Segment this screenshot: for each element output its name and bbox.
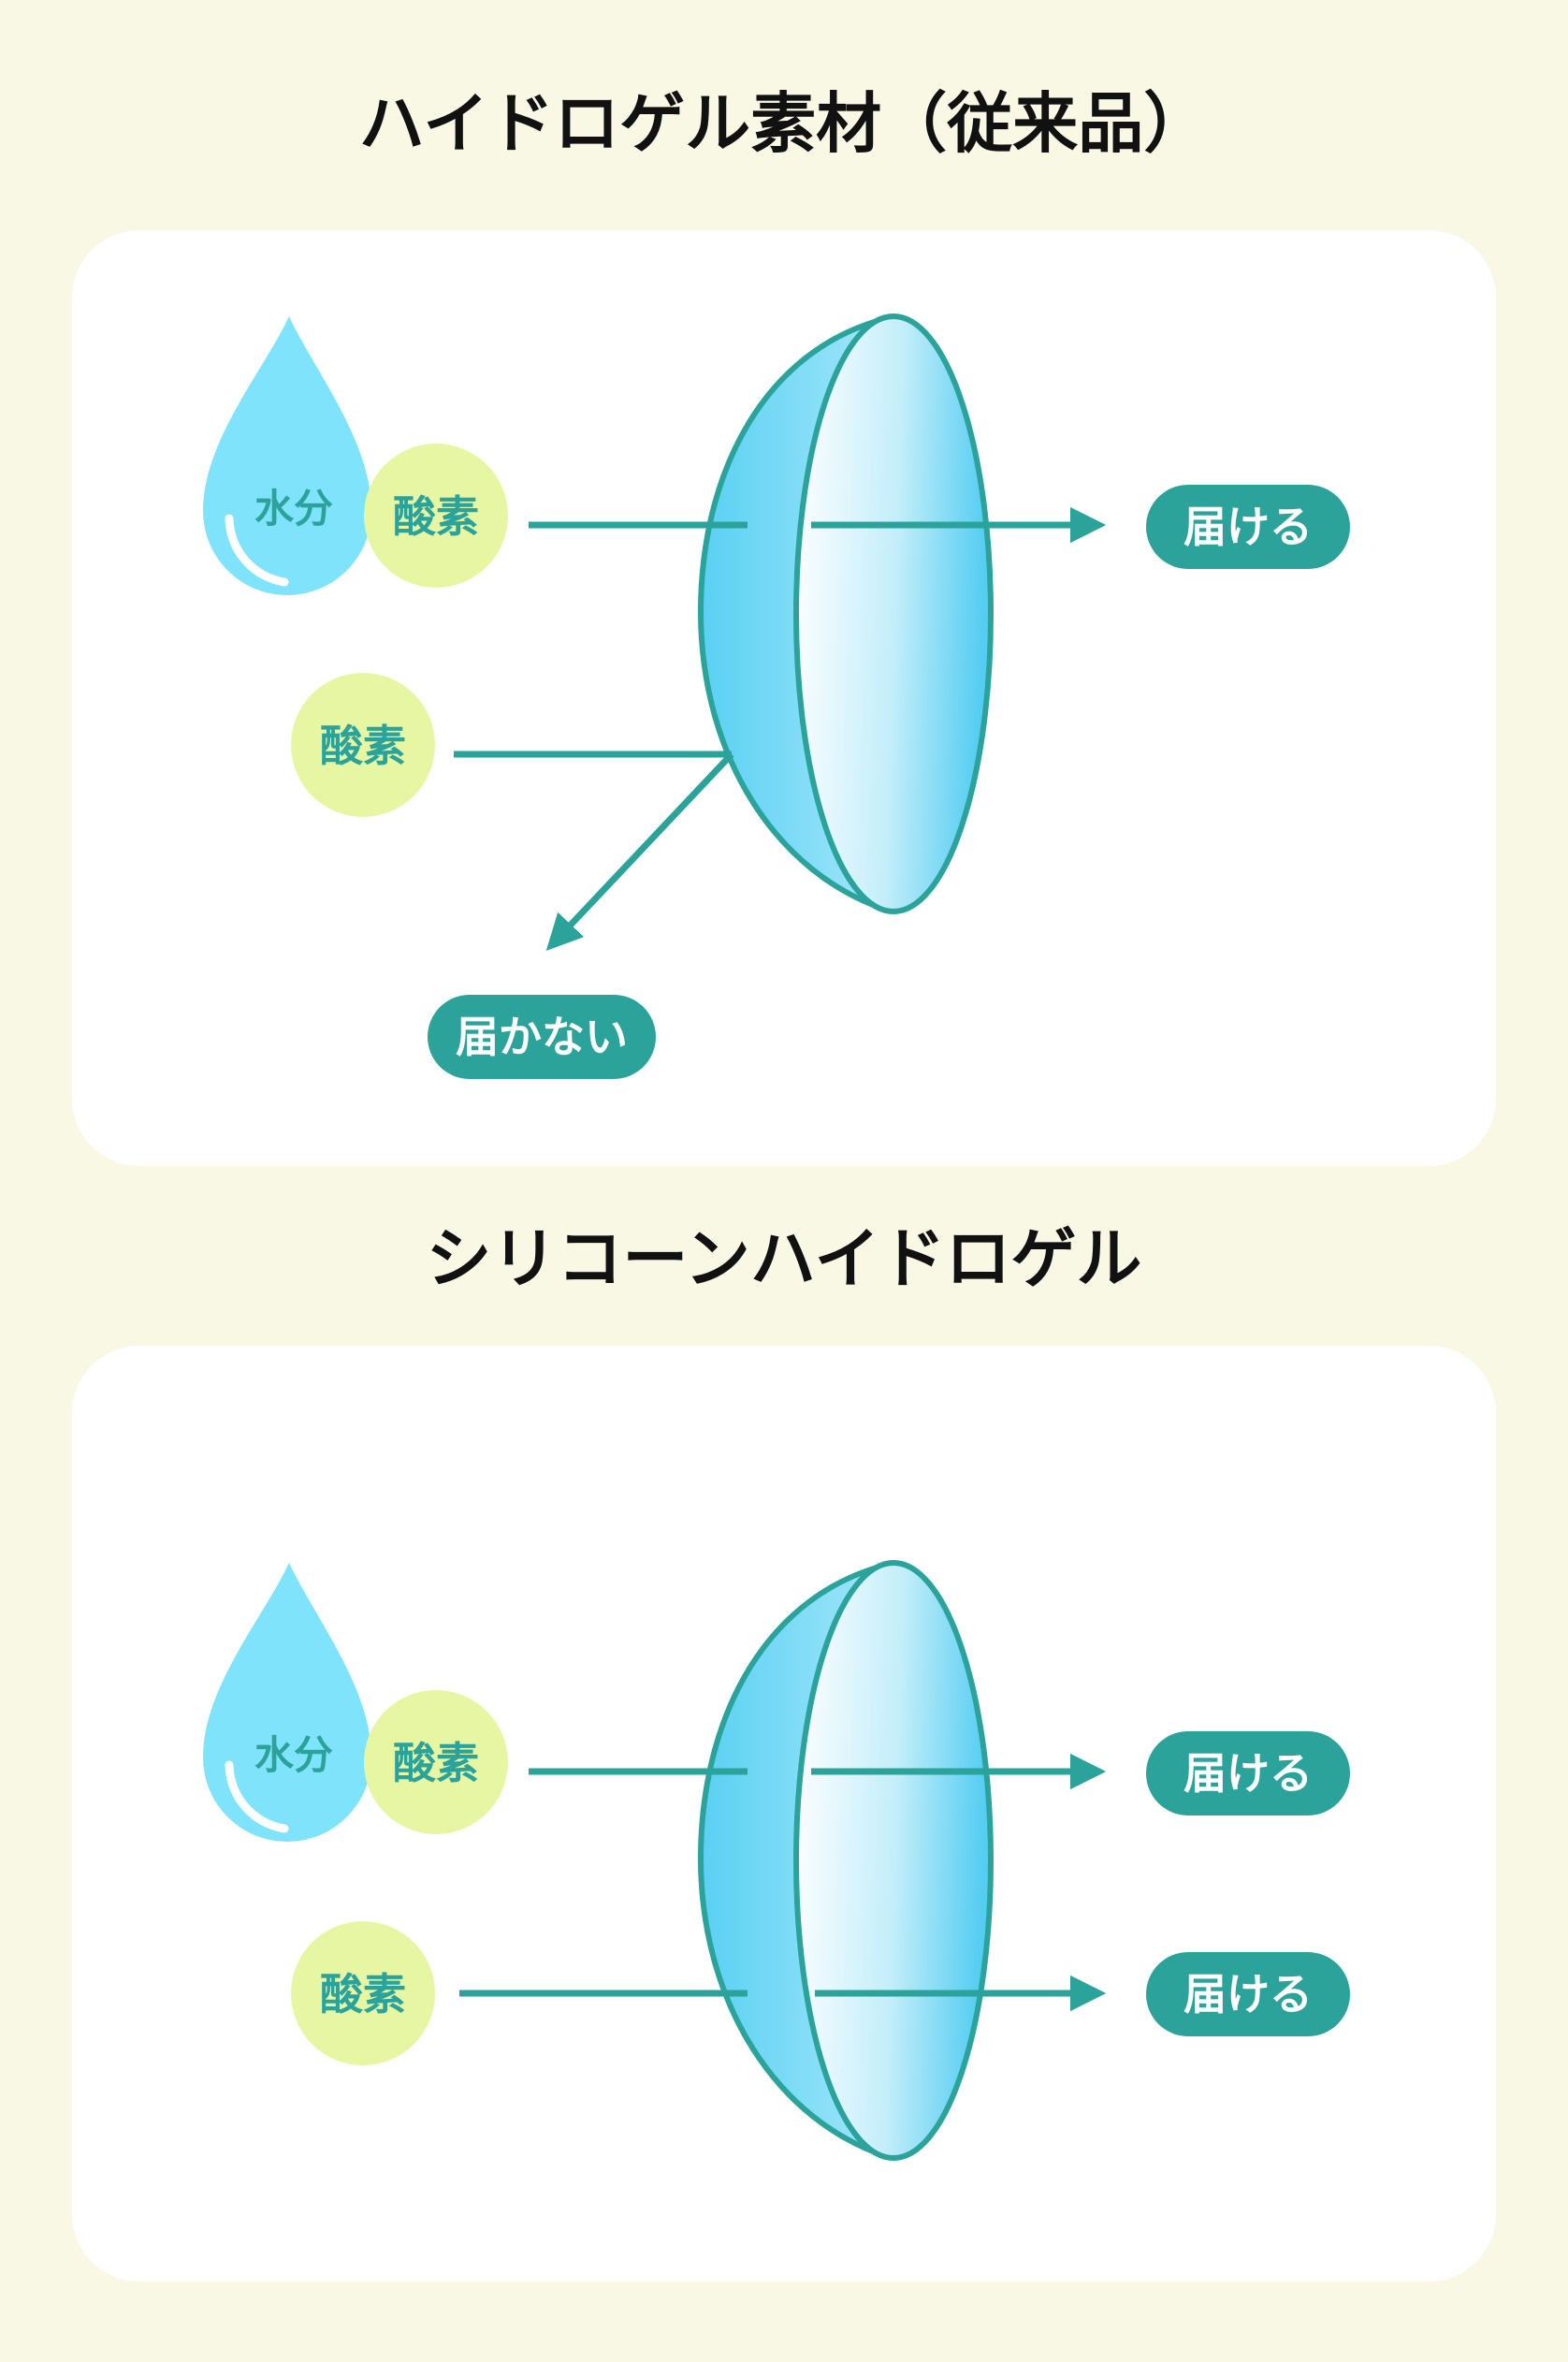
contact-lens-icon [697, 313, 994, 914]
arrow-icon [459, 1753, 1107, 2012]
silicone-diagram: 水分 酸素 酸素 届ける 届ける [203, 1560, 1350, 2161]
arrow-icon [454, 506, 1107, 951]
hydrogel-panel: 水分 酸素 酸素 届ける 届かない [72, 230, 1496, 1166]
result-badge-bottom: 届ける [1146, 1952, 1350, 2036]
oxygen-label-bottom: 酸素 [320, 1969, 406, 2019]
hydrogel-diagram: 水分 酸素 酸素 届ける 届かない [203, 313, 1350, 1079]
result-label-top: 届ける [1183, 502, 1313, 552]
result-badge-top: 届ける [1146, 485, 1350, 569]
water-drop-icon [203, 1563, 371, 1842]
contact-lens-icon [697, 1560, 994, 2161]
section2-title: シリコーンハイドロゲル [426, 1220, 1142, 1297]
water-label: 水分 [254, 1732, 333, 1778]
result-label-bottom: 届かない [456, 1012, 628, 1062]
oxygen-label-top: 酸素 [393, 1738, 479, 1788]
oxygen-bubble-icon [364, 444, 508, 588]
result-badge-top: 届ける [1146, 1731, 1350, 1815]
water-drop-icon [203, 316, 371, 595]
section1-title: ハイドロゲル素材（従来品） [358, 85, 1210, 162]
result-label-top: 届ける [1183, 1748, 1313, 1799]
result-badge-bottom: 届かない [428, 995, 656, 1079]
oxygen-bubble-icon [364, 1690, 508, 1834]
oxygen-bubble-icon [291, 1921, 435, 2065]
oxygen-label-top: 酸素 [393, 491, 479, 542]
silicone-hydrogel-panel: 水分 酸素 酸素 届ける 届ける [72, 1346, 1496, 2282]
oxygen-label-bottom: 酸素 [320, 721, 406, 771]
result-label-bottom: 届ける [1183, 1969, 1313, 2019]
oxygen-bubble-icon [291, 673, 435, 817]
water-label: 水分 [254, 486, 333, 532]
